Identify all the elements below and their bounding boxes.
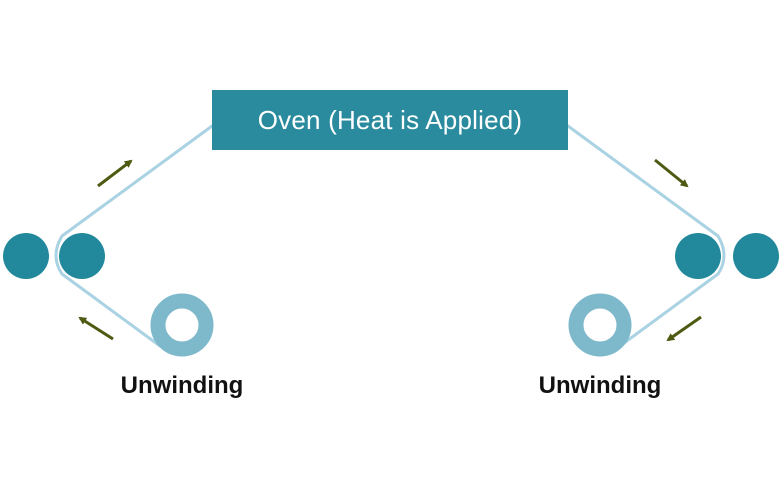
arrow-left-upper <box>97 159 133 188</box>
arrow-right-lower <box>666 315 702 342</box>
oven-box: Oven (Heat is Applied) <box>212 90 568 150</box>
arrow-right-upper <box>654 158 689 188</box>
right-inner-roller <box>675 233 721 279</box>
web-path-right <box>566 124 726 348</box>
right-unwinding-label: Unwinding <box>538 372 662 399</box>
left-inner-roller <box>59 233 105 279</box>
left-unwinding-label: Unwinding <box>120 372 244 399</box>
left-unwind-roll <box>150 293 214 357</box>
oven-label: Oven (Heat is Applied) <box>257 104 523 135</box>
web-path-left <box>54 124 214 348</box>
arrow-left-lower <box>78 316 114 341</box>
left-outer-roller <box>3 233 49 279</box>
right-unwind-roll <box>568 293 632 357</box>
right-outer-roller <box>733 233 779 279</box>
